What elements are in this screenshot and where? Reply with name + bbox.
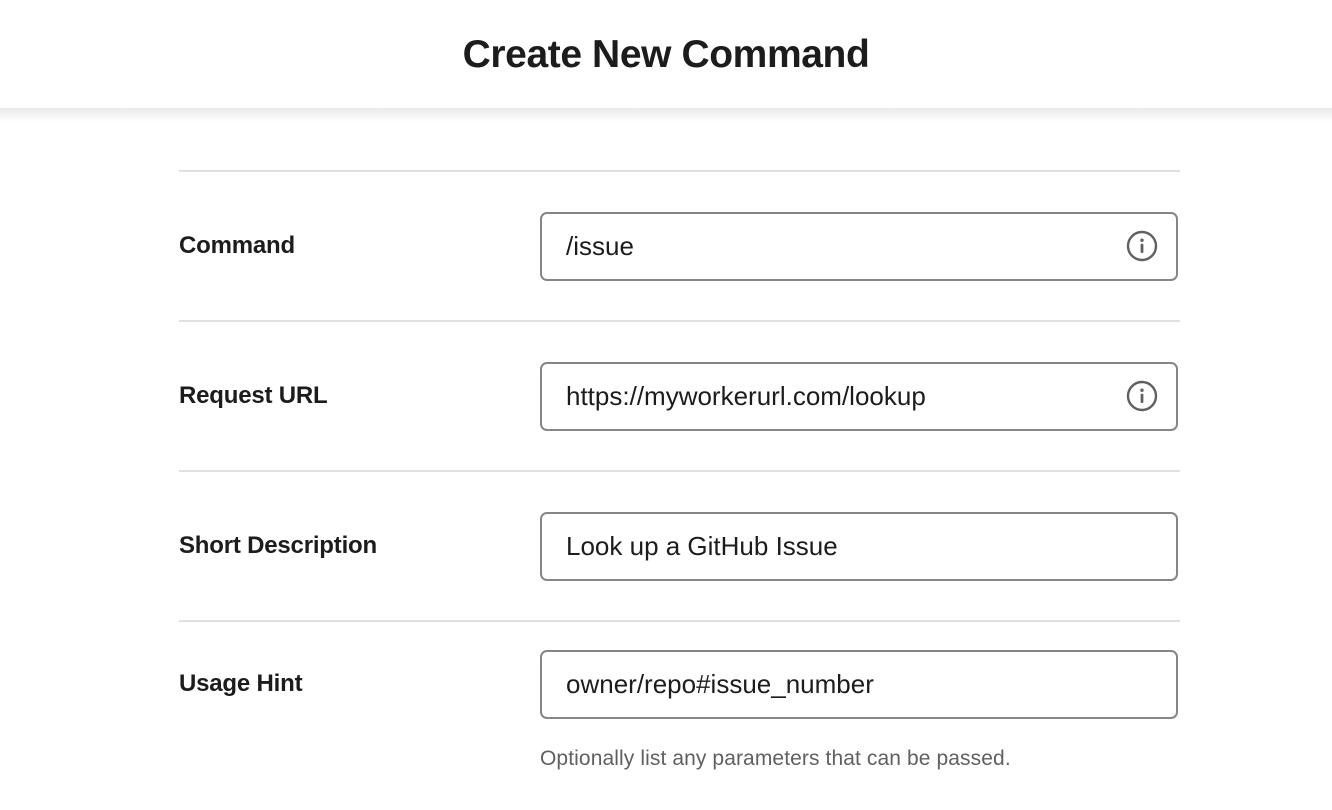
form-row-usage-hint: Usage Hint Optionally list any parameter… [179, 622, 1180, 772]
field-control-usage-hint: Optionally list any parameters that can … [540, 650, 1180, 772]
info-circle-icon[interactable] [1126, 380, 1158, 412]
divider [179, 170, 1180, 172]
field-label-command: Command [179, 231, 295, 259]
input-wrap-request-url [540, 361, 1178, 431]
field-label-usage-hint: Usage Hint [179, 670, 303, 697]
divider [179, 620, 1180, 622]
request-url-input[interactable] [540, 361, 1178, 431]
short-description-input[interactable] [540, 511, 1178, 581]
divider [179, 470, 1180, 472]
field-control-command [540, 211, 1180, 281]
divider [179, 320, 1180, 322]
field-control-request-url [540, 361, 1180, 431]
form-inner: Command Request URL [179, 170, 1180, 772]
page-title: Create New Command [462, 32, 870, 76]
field-control-short-description [540, 511, 1180, 581]
form-row-short-description: Short Description [179, 472, 1180, 620]
field-label-request-url: Request URL [179, 381, 328, 409]
field-label-short-description: Short Description [179, 531, 377, 559]
input-wrap-usage-hint [540, 650, 1178, 719]
input-wrap-command [540, 211, 1178, 281]
form-row-request-url: Request URL [179, 322, 1180, 470]
usage-hint-helper-text: Optionally list any parameters that can … [540, 747, 1011, 770]
input-wrap-short-description [540, 511, 1178, 581]
create-command-form: Command Request URL [0, 108, 1332, 773]
form-row-command: Command [179, 172, 1180, 320]
info-circle-icon[interactable] [1126, 230, 1158, 262]
page-header: Create New Command [0, 0, 1332, 122]
command-input[interactable] [540, 211, 1178, 281]
usage-hint-input[interactable] [540, 650, 1178, 719]
